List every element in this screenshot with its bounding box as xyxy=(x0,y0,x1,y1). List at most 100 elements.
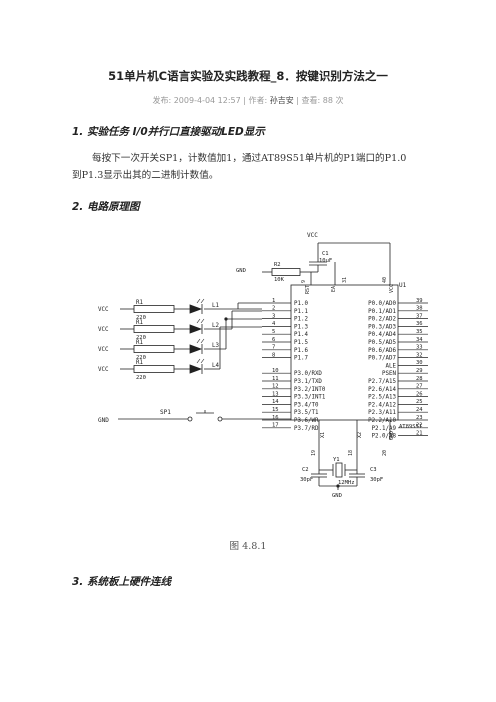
led-resistor-name: R1 xyxy=(136,340,143,346)
led-resistor-name: R1 xyxy=(136,300,143,306)
pin-number: 2 xyxy=(272,306,275,312)
led-diode-icon xyxy=(189,344,203,354)
resistor-r2 xyxy=(271,268,301,276)
led-vcc-label: VCC xyxy=(98,367,109,373)
pin-label: P1.2 xyxy=(294,317,308,323)
pin-number: 36 xyxy=(416,321,423,327)
chip-pins: 1P1.02P1.13P1.24P1.35P1.46P1.57P1.68P1.7… xyxy=(262,298,428,440)
author-label: 作者: xyxy=(248,96,270,105)
paragraph-line: 到P1.3显示出其的二进制计数值。 xyxy=(72,170,219,181)
led-resistor-value: 220 xyxy=(136,315,146,321)
article-meta: 发布: 2009-4-04 12:57 | 作者: 孙吉安 | 查看: 88 次 xyxy=(0,95,496,106)
gnd-pin-label: GND xyxy=(389,431,395,440)
r2-name: R2 xyxy=(274,262,281,268)
led-vcc-label: VCC xyxy=(98,327,109,333)
pin-label: P0.7/AD7 xyxy=(368,356,396,362)
pin-number: 7 xyxy=(272,345,275,351)
pin-number: 39 xyxy=(416,298,423,304)
pin-label: P0.4/AD4 xyxy=(368,332,396,338)
pin-label: P3.2/INT0 xyxy=(294,387,326,393)
led-resistor-value: 220 xyxy=(136,335,146,341)
pin-20: 20 xyxy=(382,450,388,456)
r2-value: 10K xyxy=(274,277,285,283)
led-row-1 xyxy=(120,302,262,313)
pin-label: P3.4/T0 xyxy=(294,402,319,408)
c3-name: C3 xyxy=(370,467,377,473)
pin-number: 14 xyxy=(272,399,279,405)
meta-separator: | xyxy=(293,96,302,105)
pin-number: 29 xyxy=(416,368,423,374)
led-diode-icon xyxy=(189,324,203,334)
pin-label: P1.7 xyxy=(294,356,308,362)
c2-value: 30pF xyxy=(300,477,313,483)
pin-number: 32 xyxy=(416,352,423,358)
ea-label: EA xyxy=(331,286,337,292)
bottom-gnd-label: GND xyxy=(332,493,342,499)
view-count: 查看: 88 次 xyxy=(301,96,344,105)
c2-name: C2 xyxy=(302,467,309,473)
switch-contact xyxy=(217,416,223,422)
pin-label: P2.1/A9 xyxy=(372,426,397,432)
led-resistor-value: 220 xyxy=(136,355,146,361)
led-resistor-name: R1 xyxy=(136,320,143,326)
pin-label: P1.5 xyxy=(294,340,308,346)
c3-value: 30pF xyxy=(370,477,383,483)
led-row-2 xyxy=(120,310,262,333)
c1-name: C1 xyxy=(322,251,329,257)
task-paragraph: 每按下一次开关SP1，计数值加1，通过AT89S51单片机的P1端口的P1.0 … xyxy=(72,150,432,184)
pin-label: P2.5/A13 xyxy=(368,395,396,401)
section-heading-schematic: 2. 电路原理图 xyxy=(72,201,140,213)
pin-number: 1 xyxy=(272,298,275,304)
rst-label: RST xyxy=(305,285,311,294)
chip-name: U1 xyxy=(399,282,407,289)
pin-number: 23 xyxy=(416,415,423,421)
pin-number: 26 xyxy=(416,391,423,397)
led-vcc-label: VCC xyxy=(98,307,109,313)
pin-label: P0.1/AD1 xyxy=(368,309,396,315)
pin-number: 38 xyxy=(416,306,423,312)
pin-label: P0.3/AD3 xyxy=(368,324,396,330)
c1-value: 10uF xyxy=(319,258,332,264)
pin-label: P3.0/RXD xyxy=(294,371,322,377)
junction-dot xyxy=(336,484,340,488)
led-diode-icon xyxy=(189,304,203,314)
crystal-value: 12MHz xyxy=(338,480,355,486)
pin-label: P0.0/AD0 xyxy=(368,301,396,307)
led-name: L2 xyxy=(212,323,219,329)
led-row-3 xyxy=(120,318,262,353)
crystal-body xyxy=(335,462,343,478)
pin-label: P2.4/A12 xyxy=(368,402,396,408)
section-heading-task: 1. 实验任务 I/0并行口直接驱动LED显示 xyxy=(72,126,265,138)
paragraph-line: 每按下一次开关SP1，计数值加1，通过AT89S51单片机的P1端口的P1.0 xyxy=(92,153,407,164)
junction-dot xyxy=(224,317,228,321)
pin-label: P2.7/A15 xyxy=(368,379,396,385)
figure-caption: 图 4.8.1 xyxy=(229,541,267,552)
pin-number: 37 xyxy=(416,313,423,319)
pin-number: 5 xyxy=(272,329,275,335)
pin-label: P1.6 xyxy=(294,348,308,354)
pin-number: 17 xyxy=(272,423,279,429)
switch-gnd-label: GND xyxy=(98,417,109,424)
author-link[interactable]: 孙吉安 xyxy=(269,96,294,105)
pin-number: 16 xyxy=(272,415,279,421)
pin-label: P1.1 xyxy=(294,309,308,315)
led-diode-icon xyxy=(189,364,203,374)
pin-number: 13 xyxy=(272,391,279,397)
vcc-pin-label: VCC xyxy=(389,284,395,293)
pin-label: ALE xyxy=(386,363,397,369)
pin-label: P2.0/A8 xyxy=(372,434,397,440)
pin-label: P1.3 xyxy=(294,324,308,330)
pin-40: 40 xyxy=(382,277,388,283)
pin-number: 35 xyxy=(416,329,423,335)
pin-number: 8 xyxy=(272,352,275,358)
pin-number: 33 xyxy=(416,345,423,351)
pin-number: 6 xyxy=(272,337,275,343)
led-row-4 xyxy=(120,326,262,373)
pin-label: P0.5/AD5 xyxy=(368,340,396,346)
pin-label: P3.7/RD xyxy=(294,426,319,432)
switch-contact xyxy=(187,416,193,422)
vcc-label: VCC xyxy=(307,232,318,239)
publish-date: 发布: 2009-4-04 12:57 xyxy=(152,96,241,105)
led-resistor-name: R1 xyxy=(136,360,143,366)
pin-label: P1.4 xyxy=(294,332,308,338)
